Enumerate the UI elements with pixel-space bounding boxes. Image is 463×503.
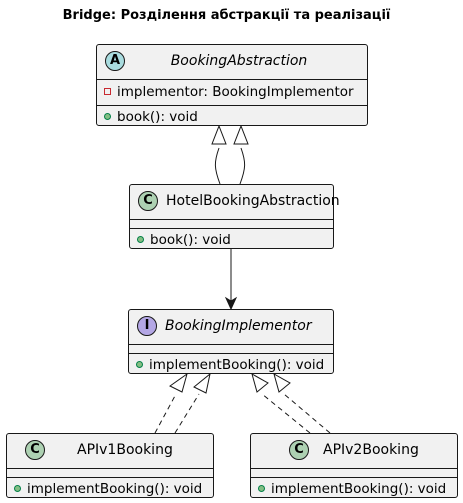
abstract-class-badge-icon: A (105, 51, 125, 71)
method-row: implementBooking(): void (251, 479, 457, 499)
class-name: HotelBookingAbstraction (166, 193, 340, 209)
implements-arrowhead-v2-b (273, 372, 291, 393)
class-header: I BookingImplementor (129, 310, 333, 344)
class-apiv2-booking[interactable]: C APIv2Booking implementBooking(): void (250, 433, 458, 498)
class-apiv1-booking[interactable]: C APIv1Booking implementBooking(): void (6, 433, 214, 498)
implements-link-v1-b (174, 393, 200, 434)
public-visibility-icon (258, 485, 265, 492)
method-text: book(): void (150, 232, 231, 248)
implements-arrowhead-v2-a (251, 372, 269, 393)
method-text: implementBooking(): void (27, 481, 203, 497)
methods-section: book(): void (97, 105, 367, 130)
fields-section (130, 219, 333, 228)
method-row: implementBooking(): void (129, 355, 333, 375)
class-booking-abstraction[interactable]: A BookingAbstraction implementor: Bookin… (96, 44, 368, 126)
field-text: implementor: BookingImplementor (117, 84, 354, 100)
extends-arrowhead-right (233, 124, 249, 145)
method-row: book(): void (130, 230, 333, 250)
class-badge-icon: C (289, 440, 309, 460)
fields-section (129, 344, 333, 353)
class-header: A BookingAbstraction (97, 45, 367, 79)
class-badge-icon: C (138, 191, 158, 211)
public-visibility-icon (137, 236, 144, 243)
method-text: implementBooking(): void (271, 481, 447, 497)
method-row: implementBooking(): void (7, 479, 213, 499)
fields-section (7, 468, 213, 477)
class-name: APIv1Booking (77, 442, 173, 458)
implements-arrowhead-v1-b (193, 372, 211, 394)
association-arrowhead (224, 296, 238, 311)
method-text: book(): void (117, 109, 198, 125)
method-row: book(): void (97, 107, 367, 127)
public-visibility-icon (136, 361, 143, 368)
class-header: C APIv1Booking (7, 434, 213, 468)
interface-booking-implementor[interactable]: I BookingImplementor implementBooking():… (128, 309, 334, 374)
extends-link-left (214, 147, 221, 185)
interface-badge-icon: I (137, 316, 157, 336)
diagram-title: Bridge: Розділення абстракції та реаліза… (62, 8, 391, 23)
class-header: C APIv2Booking (251, 434, 457, 468)
fields-section: implementor: BookingImplementor (97, 79, 367, 105)
class-hotel-booking-abstraction[interactable]: C HotelBookingAbstraction book(): void (129, 184, 340, 251)
public-visibility-icon (104, 113, 111, 120)
class-name: APIv2Booking (323, 442, 419, 458)
public-visibility-icon (14, 485, 21, 492)
field-row: implementor: BookingImplementor (97, 82, 367, 102)
class-name: BookingImplementor (165, 318, 312, 334)
extends-arrowhead-left (211, 124, 227, 145)
class-name: BookingAbstraction (170, 53, 308, 69)
implements-link-v1-a (154, 393, 177, 434)
method-text: implementBooking(): void (149, 357, 325, 373)
implements-link-v2-a (261, 393, 311, 434)
implements-link-v2-b (283, 393, 331, 434)
class-header: C HotelBookingAbstraction (130, 185, 340, 219)
methods-section: implementBooking(): void (129, 353, 333, 376)
extends-link-right (239, 147, 246, 185)
methods-section: book(): void (130, 228, 333, 251)
methods-section: implementBooking(): void (7, 477, 213, 500)
private-visibility-icon (104, 88, 111, 95)
fields-section (251, 468, 457, 477)
class-badge-icon: C (25, 440, 45, 460)
methods-section: implementBooking(): void (251, 477, 457, 500)
implements-arrowhead-v1-a (169, 372, 188, 393)
